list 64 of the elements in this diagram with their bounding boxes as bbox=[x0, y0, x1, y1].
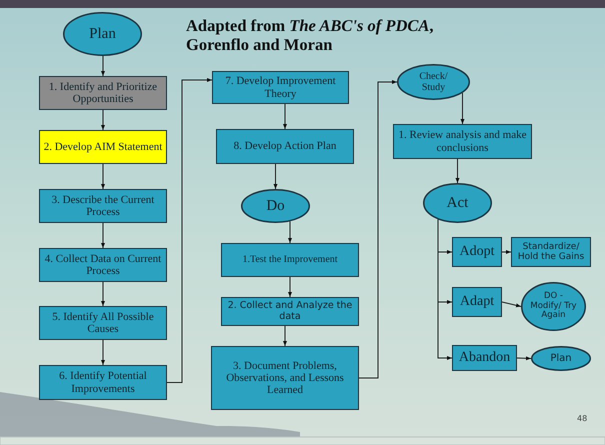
process-box bbox=[39, 189, 167, 223]
node-label: 2. Collect and Analyze the data bbox=[226, 300, 354, 322]
ellipse-node bbox=[531, 346, 591, 371]
ellipse-node bbox=[241, 189, 310, 223]
process-box bbox=[452, 287, 502, 317]
node-label: Plan bbox=[89, 26, 116, 42]
arrow bbox=[101, 282, 105, 306]
arrow bbox=[101, 56, 105, 76]
arrow bbox=[502, 250, 512, 254]
node-label: 8. Develop Action Plan bbox=[234, 140, 336, 153]
node-label: Do bbox=[266, 198, 285, 214]
process-box bbox=[211, 346, 359, 410]
node-label: 7. Develop Improvement Theory bbox=[224, 75, 337, 100]
node-label: 1. Review analysis and make conclusions bbox=[398, 129, 528, 154]
process-box bbox=[511, 237, 591, 267]
arrow bbox=[274, 164, 278, 190]
arrow bbox=[358, 80, 398, 378]
node-label: Plan bbox=[550, 352, 572, 364]
ellipse-node bbox=[397, 64, 470, 100]
page-number: 48 bbox=[577, 414, 588, 423]
ellipse-node bbox=[521, 282, 586, 331]
ellipse-node bbox=[423, 183, 492, 223]
process-box bbox=[452, 237, 502, 267]
arrow bbox=[460, 92, 464, 124]
process-box bbox=[212, 71, 349, 104]
node-label: 2. Develop AIM Statement bbox=[44, 140, 162, 154]
arrow bbox=[283, 326, 287, 346]
node-label: Check/ Study bbox=[418, 70, 449, 94]
process-box bbox=[221, 297, 359, 326]
arrow bbox=[283, 104, 287, 130]
arrow bbox=[101, 222, 105, 248]
node-label: 1. Identify and Prioritize Opportunities bbox=[48, 80, 158, 106]
node-label: Abandon bbox=[458, 350, 510, 366]
process-box bbox=[39, 248, 167, 282]
process-box bbox=[393, 124, 532, 159]
process-box bbox=[39, 130, 167, 164]
ellipse-node bbox=[63, 12, 142, 56]
process-box bbox=[221, 243, 359, 277]
node-label: DO - Modify/ Try Again bbox=[529, 292, 578, 321]
arrow bbox=[101, 110, 105, 130]
node-label: 4. Collect Data on Current Process bbox=[44, 252, 162, 278]
node-label: 5. Identify All Possible Causes bbox=[51, 310, 155, 336]
node-label: 1.Test the Improvement bbox=[242, 254, 338, 266]
node-label: Act bbox=[446, 194, 468, 212]
arrow bbox=[166, 78, 212, 383]
arrow bbox=[101, 340, 105, 366]
arrow bbox=[516, 356, 532, 360]
process-box bbox=[39, 365, 167, 400]
arrow bbox=[288, 220, 292, 244]
node-label: Standardize/ Hold the Gains bbox=[516, 242, 586, 262]
arrow bbox=[456, 158, 460, 184]
title: Adapted from The ABC's of PDCA, Gorenflo and Moran bbox=[186, 17, 435, 55]
arrow bbox=[288, 276, 292, 298]
node-label: 3. Describe the Current Process bbox=[50, 194, 156, 218]
node-label: Adopt bbox=[460, 244, 494, 260]
process-box bbox=[452, 345, 517, 371]
node-label: 3. Document Problems, Observations, and Lessons Learned bbox=[225, 360, 345, 396]
node-label: Adapt bbox=[460, 294, 494, 310]
process-box bbox=[39, 306, 167, 340]
process-box bbox=[39, 76, 167, 110]
arrow bbox=[502, 302, 522, 308]
arrow bbox=[101, 164, 105, 190]
process-box bbox=[216, 129, 354, 164]
node-label: 6. Identify Potential Improvements bbox=[58, 370, 148, 395]
